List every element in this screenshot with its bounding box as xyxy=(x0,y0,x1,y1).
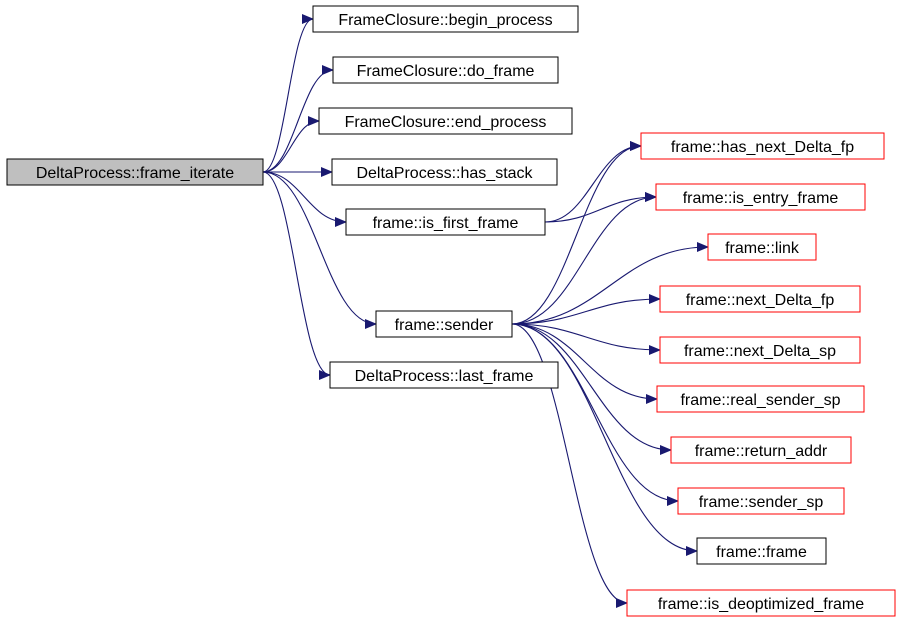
edge-root-to-begin_process xyxy=(262,14,314,173)
node-label: frame::link xyxy=(725,240,800,257)
edge-root-to-end_process xyxy=(262,116,320,173)
node-label: frame::next_Delta_sp xyxy=(684,343,836,360)
edges-layer xyxy=(262,14,709,608)
node-label: frame::sender_sp xyxy=(699,494,824,511)
node-sender-sp[interactable]: frame::sender_sp xyxy=(677,487,845,515)
node-box xyxy=(6,158,264,186)
edge-root-to-last_frame xyxy=(262,171,331,380)
node-last-frame[interactable]: DeltaProcess::last_frame xyxy=(329,361,559,389)
node-label: FrameClosure::do_frame xyxy=(357,63,535,80)
node-box xyxy=(707,233,817,261)
node-is-entry-frame[interactable]: frame::is_entry_frame xyxy=(655,183,866,211)
node-next-delta-sp[interactable]: frame::next_Delta_sp xyxy=(659,336,861,364)
node-box xyxy=(655,183,866,211)
node-box xyxy=(670,436,852,464)
node-root[interactable]: DeltaProcess::frame_iterate xyxy=(6,158,264,186)
node-is-deoptimized-frame[interactable]: frame::is_deoptimized_frame xyxy=(626,589,896,617)
edge-sender-to-is_deoptimized_frame xyxy=(511,323,628,608)
edge-root-to-is_first_frame xyxy=(262,171,347,227)
node-has-stack[interactable]: DeltaProcess::has_stack xyxy=(331,158,558,186)
node-end-process[interactable]: FrameClosure::end_process xyxy=(318,107,573,135)
node-box xyxy=(329,361,559,389)
node-label: frame::has_next_Delta_fp xyxy=(671,139,854,156)
node-box xyxy=(640,132,885,160)
node-label: FrameClosure::begin_process xyxy=(338,12,552,29)
edge-root-to-do_frame xyxy=(262,65,334,173)
node-label: DeltaProcess::has_stack xyxy=(356,165,533,182)
edge-sender-to-link xyxy=(511,242,709,325)
node-label: DeltaProcess::frame_iterate xyxy=(36,165,234,182)
node-begin-process[interactable]: FrameClosure::begin_process xyxy=(312,5,579,33)
node-label: frame::real_sender_sp xyxy=(680,392,840,409)
node-box xyxy=(318,107,573,135)
edge-sender-to-sender_sp xyxy=(511,323,679,506)
edge-sender-to-has_next_delta_fp xyxy=(511,141,642,325)
node-box xyxy=(312,5,579,33)
node-box xyxy=(696,537,827,565)
node-do-frame[interactable]: FrameClosure::do_frame xyxy=(332,56,559,84)
node-label: frame::next_Delta_fp xyxy=(686,292,835,309)
node-frame-ctor[interactable]: frame::frame xyxy=(696,537,827,565)
node-return-addr[interactable]: frame::return_addr xyxy=(670,436,852,464)
edge-sender-to-next_delta_sp xyxy=(511,323,661,355)
node-label: frame::sender xyxy=(395,317,494,334)
node-box xyxy=(659,285,861,313)
node-box xyxy=(375,310,513,338)
node-link[interactable]: frame::link xyxy=(707,233,817,261)
node-box xyxy=(331,158,558,186)
node-box xyxy=(656,385,865,413)
node-box xyxy=(345,208,546,236)
node-real-sender-sp[interactable]: frame::real_sender_sp xyxy=(656,385,865,413)
node-is-first-frame[interactable]: frame::is_first_frame xyxy=(345,208,546,236)
node-has-next-delta-fp[interactable]: frame::has_next_Delta_fp xyxy=(640,132,885,160)
node-label: frame::is_entry_frame xyxy=(683,190,839,207)
nodes-layer: DeltaProcess::frame_iterate FrameClosure:… xyxy=(6,5,896,617)
node-label: FrameClosure::end_process xyxy=(345,114,547,131)
edge-root-to-sender xyxy=(262,171,377,329)
edge-sender-to-frame_ctor xyxy=(511,323,698,556)
node-box xyxy=(677,487,845,515)
edge-sender-to-is_entry_frame xyxy=(511,192,657,325)
edge-sender-to-return_addr xyxy=(511,323,672,455)
edge-is_first_frame-to-is_entry_frame xyxy=(544,192,657,223)
edge-is_first_frame-to-has_next_delta_fp xyxy=(544,141,642,223)
edge-sender-to-next_delta_fp xyxy=(511,294,661,325)
node-box xyxy=(659,336,861,364)
node-label: frame::frame xyxy=(716,544,807,561)
node-next-delta-fp[interactable]: frame::next_Delta_fp xyxy=(659,285,861,313)
node-sender[interactable]: frame::sender xyxy=(375,310,513,338)
node-box xyxy=(626,589,896,617)
node-label: frame::is_deoptimized_frame xyxy=(658,596,864,613)
node-label: frame::return_addr xyxy=(695,443,828,460)
edge-sender-to-real_sender_sp xyxy=(511,323,658,404)
node-label: frame::is_first_frame xyxy=(373,215,519,232)
node-box xyxy=(332,56,559,84)
node-label: DeltaProcess::last_frame xyxy=(355,368,534,385)
